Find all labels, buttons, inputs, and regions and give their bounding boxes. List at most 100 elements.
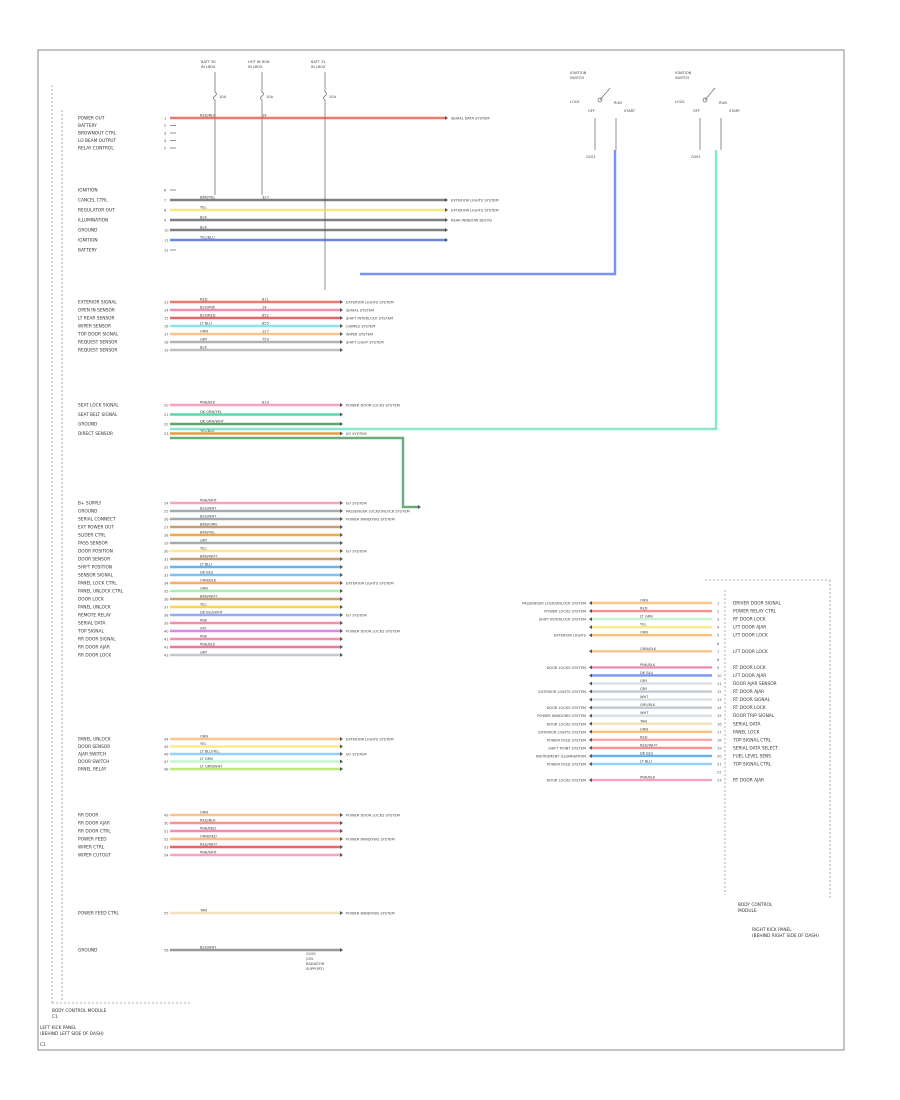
ignition-feed-wire — [360, 150, 617, 276]
switch-position-label: LOCK — [570, 100, 580, 104]
destination-label: I/O SYSTEM — [346, 614, 367, 618]
connector-arrow-icon — [340, 821, 343, 825]
destination-label: I/O SYSTEM — [346, 432, 367, 436]
connector-arrow-icon — [340, 501, 343, 505]
pin-number: 45 — [164, 745, 169, 749]
pin-function-label: RR DOOR CTRL — [78, 829, 111, 835]
pin-number: 31 — [164, 558, 169, 562]
pin-number: 14 — [717, 706, 722, 710]
connector-arrow-icon — [589, 737, 592, 742]
pin-function-label: POWER FEED CTRL — [78, 911, 119, 917]
connector-arrow-icon — [340, 549, 343, 553]
wire-color-code: BLK/RED — [200, 314, 216, 318]
wire-color-code: LT GRN — [200, 757, 213, 761]
wire-color-code: BRN/WHT — [200, 595, 218, 599]
wire-color-code: RED/BLK — [200, 819, 216, 823]
wire-color-code: BLK/WHT — [200, 515, 217, 519]
pin-function-label: GROUND — [78, 422, 98, 428]
diagram-frame — [37, 49, 845, 1051]
connector-arrow-icon — [445, 198, 448, 202]
connector-arrow-icon — [589, 609, 592, 614]
wire-color-code: GRY — [640, 687, 648, 691]
pin-function-label: SHIFT POSITION — [78, 565, 112, 571]
destination-label: CHIMES SYSTEM — [346, 325, 375, 329]
wire-color-code: ORN/RED — [200, 835, 217, 839]
pin-function-label: POWER OUT — [78, 116, 105, 122]
pin-function-label: DOOR TRIP SIGNAL — [733, 713, 775, 719]
connector-arrow-icon — [340, 621, 343, 625]
wire-color-code: BLK/PNK — [200, 306, 216, 310]
destination-label: EXTERIOR LIGHTS SYSTEM — [538, 690, 586, 694]
wire-color-code: LT BLU/YEL — [200, 750, 219, 754]
wire-color-code: BRN/YEL — [200, 531, 215, 535]
pin-number: 7 — [164, 199, 166, 203]
pin-number: 29 — [164, 542, 169, 546]
wire-color-code: PNK/BLK — [640, 663, 656, 667]
pin-number: 1 — [717, 602, 719, 606]
connector-arrow-icon — [340, 517, 343, 521]
rbox-name-line-2: MODULE — [738, 908, 757, 914]
pin-function-label: ILLUMINATION — [78, 218, 108, 224]
pin-function-label: PANEL UNLOCK CTRL — [78, 589, 124, 595]
pin-function-label: REQUEST SENSOR — [78, 340, 117, 346]
connector-arrow-icon — [340, 533, 343, 537]
connector-arrow-icon — [589, 753, 592, 758]
wire-color-code: RED/WHT — [200, 843, 218, 847]
connector-arrow-icon — [589, 673, 592, 678]
connector-arrow-icon — [340, 829, 343, 833]
pin-function-label: GROUND — [78, 509, 98, 515]
wire-color-code: GRY/BLK — [640, 703, 656, 707]
connector-arrow-icon — [589, 689, 592, 694]
pin-function-label: RR DOOR LOCK — [78, 653, 111, 659]
destination-label: PASSENGER LOCK/UNLOCK SYSTEM — [522, 602, 586, 606]
ground-connector-icon — [418, 505, 421, 509]
switch-pivot-icon — [702, 97, 708, 103]
pin-function-label: SERIAL DATA — [733, 721, 761, 727]
wire-color-code: WHT — [640, 711, 649, 715]
connector-arrow-icon — [340, 853, 343, 857]
pin-number: 35 — [164, 590, 169, 594]
pin-function-label: RELAY CONTROL — [78, 146, 114, 152]
fuse-title: HOT IN RUN — [248, 60, 270, 64]
wire-color-code: BRN/WHT — [200, 555, 218, 559]
pin-number: 1 — [164, 117, 166, 121]
wire-color-code: DK BLU/WHT — [200, 611, 224, 615]
switch-position-label: START — [729, 109, 741, 113]
pin-function-label: RT DOOR SIGNAL — [733, 697, 771, 703]
fuse-icon — [260, 91, 264, 101]
destination-label: EXTERIOR LIGHTS SYSTEM — [346, 738, 394, 742]
rbox-caption-line-1: RIGHT KICK PANEL — [752, 927, 792, 933]
pin-function-label: CANCEL CTRL — [78, 198, 108, 204]
switch-blade-icon — [704, 87, 716, 101]
pin-function-label: RR DOOR — [78, 813, 98, 819]
module-caption-line-2: (BEHIND LEFT SIDE OF DASH) — [40, 1031, 104, 1037]
pin-function-label: TOP SIGNAL CTRL — [732, 737, 772, 743]
pin-function-label: RR DOOR SIGNAL — [78, 637, 116, 643]
destination-label: SHIFT LIGHT SYSTEM — [346, 341, 384, 345]
ground-label: G201 — [586, 155, 596, 159]
ground-note-line: G100 — [306, 952, 316, 956]
switch-position-label: OFF — [693, 109, 700, 113]
pin-number: 15 — [164, 317, 169, 321]
wire-color-code: LT BLU — [640, 760, 652, 764]
pin-number: 11 — [164, 239, 169, 243]
pin-number: 10 — [164, 229, 169, 233]
pin-function-label: DOOR POSITION — [78, 549, 113, 555]
pin-function-label: BROWNOUT CTRL — [78, 131, 117, 137]
pin-function-label: POWER RELAY CTRL — [733, 609, 777, 615]
connector-arrow-icon — [589, 617, 592, 622]
wire-color-code: ORN — [640, 631, 648, 635]
destination-label: POWER LOCKS SYSTEM — [544, 610, 586, 614]
pin-number: 16 — [164, 325, 169, 329]
connector-arrow-icon — [589, 729, 592, 734]
destination-label: EXTERIOR LIGHTS — [554, 634, 587, 638]
pin-number: 33 — [164, 574, 169, 578]
connector-arrow-icon — [340, 431, 343, 436]
pin-number: 32 — [164, 566, 169, 570]
wire-color-code: GRY — [200, 651, 208, 655]
ground-note-line: (ON — [306, 957, 313, 961]
ground-label: G301 — [691, 155, 701, 159]
connector-arrow-icon — [340, 348, 343, 352]
destination-label: POWER WINDOWS SYSTEM — [537, 714, 586, 718]
wire-color-code: PNK/BLK — [200, 401, 216, 405]
